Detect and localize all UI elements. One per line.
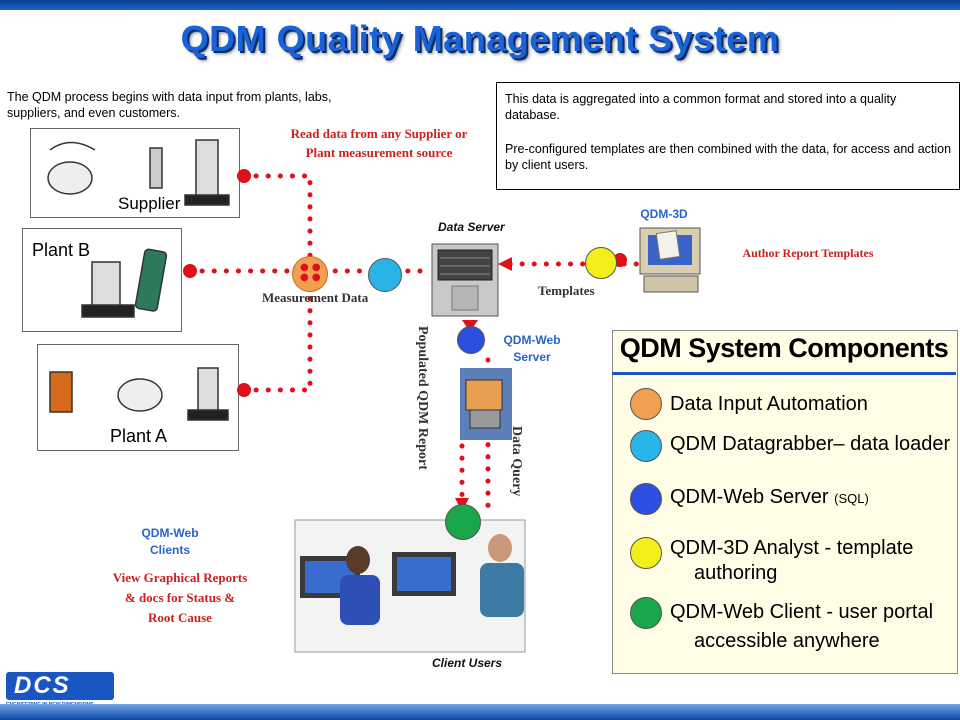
dcs-logo xyxy=(6,672,114,700)
intro-text: The QDM process begins with data input f… xyxy=(7,90,332,120)
web-server-node xyxy=(457,326,485,354)
info-box-para2: Pre-configured templates are then combin… xyxy=(505,142,952,172)
web-server-label-2: Server xyxy=(513,350,551,364)
plant-a-icons xyxy=(49,367,229,421)
client-users-scene xyxy=(294,519,526,653)
data-server-icon xyxy=(431,243,499,317)
legend-data-input: Data Input Automation xyxy=(670,393,868,415)
view-reports-label-3: Root Cause xyxy=(148,610,212,625)
plant-a-endpoint xyxy=(237,383,251,397)
web-server-computer-icon xyxy=(460,368,512,440)
data-input-node xyxy=(292,256,328,292)
info-box-para1: This data is aggregated into a common fo… xyxy=(505,92,897,122)
plant-a-connector xyxy=(241,282,313,393)
legend-web-server: QDM-Web Server (SQL) xyxy=(670,486,869,509)
measurement-data-label: Measurement Data xyxy=(262,290,369,305)
legend-web-server-label: QDM-Web Server xyxy=(670,486,829,508)
read-data-label-1: Read data from any Supplier or xyxy=(290,126,468,141)
view-reports-label-2: & docs for Status & xyxy=(124,590,236,605)
populated-report-label: Populated QDM Report xyxy=(415,326,430,470)
components-panel xyxy=(612,330,958,674)
legend-dot-data-input xyxy=(630,388,662,420)
legend-qdm3d-line2: authoring xyxy=(694,562,778,584)
web-clients-label-1: QDM-Web xyxy=(141,526,199,540)
legend-web-server-sub: (SQL) xyxy=(834,491,869,506)
datagrabber-node xyxy=(368,258,402,292)
read-data-label-2: Plant measurement source xyxy=(305,145,453,160)
supplier-label: Supplier xyxy=(118,194,181,213)
data-server-label: Data Server xyxy=(438,220,505,234)
legend-qdm3d: QDM-3D Analyst - template xyxy=(670,537,914,559)
legend-web-client-line2: accessible anywhere xyxy=(694,630,880,652)
author-templates-label: Author Report Templates xyxy=(742,246,874,260)
templates-label: Templates xyxy=(538,283,595,298)
client-users-label: Client Users xyxy=(432,656,503,670)
qdm3d-node xyxy=(585,247,617,279)
legend-dot-datagrabber xyxy=(630,430,662,462)
web-client-node xyxy=(445,504,481,540)
legend-datagrabber: QDM Datagrabber– data loader xyxy=(670,433,951,455)
plant-b-icons xyxy=(81,248,168,318)
view-reports-label-1: View Graphical Reports xyxy=(112,570,248,585)
qdm3d-label: QDM-3D xyxy=(640,207,688,221)
data-input-node-dots: ● ●● ● xyxy=(300,262,321,283)
legend-dot-web-client xyxy=(630,597,662,629)
plant-a-label: Plant A xyxy=(110,426,168,446)
web-clients-label-2: Clients xyxy=(149,543,190,557)
legend-web-client: QDM-Web Client - user portal xyxy=(670,601,934,623)
legend-dot-web-server xyxy=(630,483,662,515)
supplier-icons xyxy=(47,139,230,206)
qdm3d-computer-icon xyxy=(639,227,701,293)
components-title: QDM System Components xyxy=(619,333,949,363)
web-server-label-1: QDM-Web xyxy=(503,333,561,347)
server-arrow xyxy=(498,257,512,271)
bottom-bar xyxy=(0,704,960,720)
legend-dot-qdm3d xyxy=(630,537,662,569)
plant-b-label: Plant B xyxy=(32,240,91,260)
plant-b-endpoint xyxy=(183,264,197,278)
supplier-endpoint xyxy=(237,169,251,183)
page-title: QDM Quality Management System xyxy=(180,18,780,59)
supplier-connector xyxy=(241,173,313,263)
dcs-logo-text: DCS xyxy=(14,672,71,699)
info-box: This data is aggregated into a common fo… xyxy=(496,82,960,190)
components-title-underline xyxy=(612,372,956,375)
data-query-label: Data Query xyxy=(509,426,524,497)
top-bar xyxy=(0,0,960,10)
